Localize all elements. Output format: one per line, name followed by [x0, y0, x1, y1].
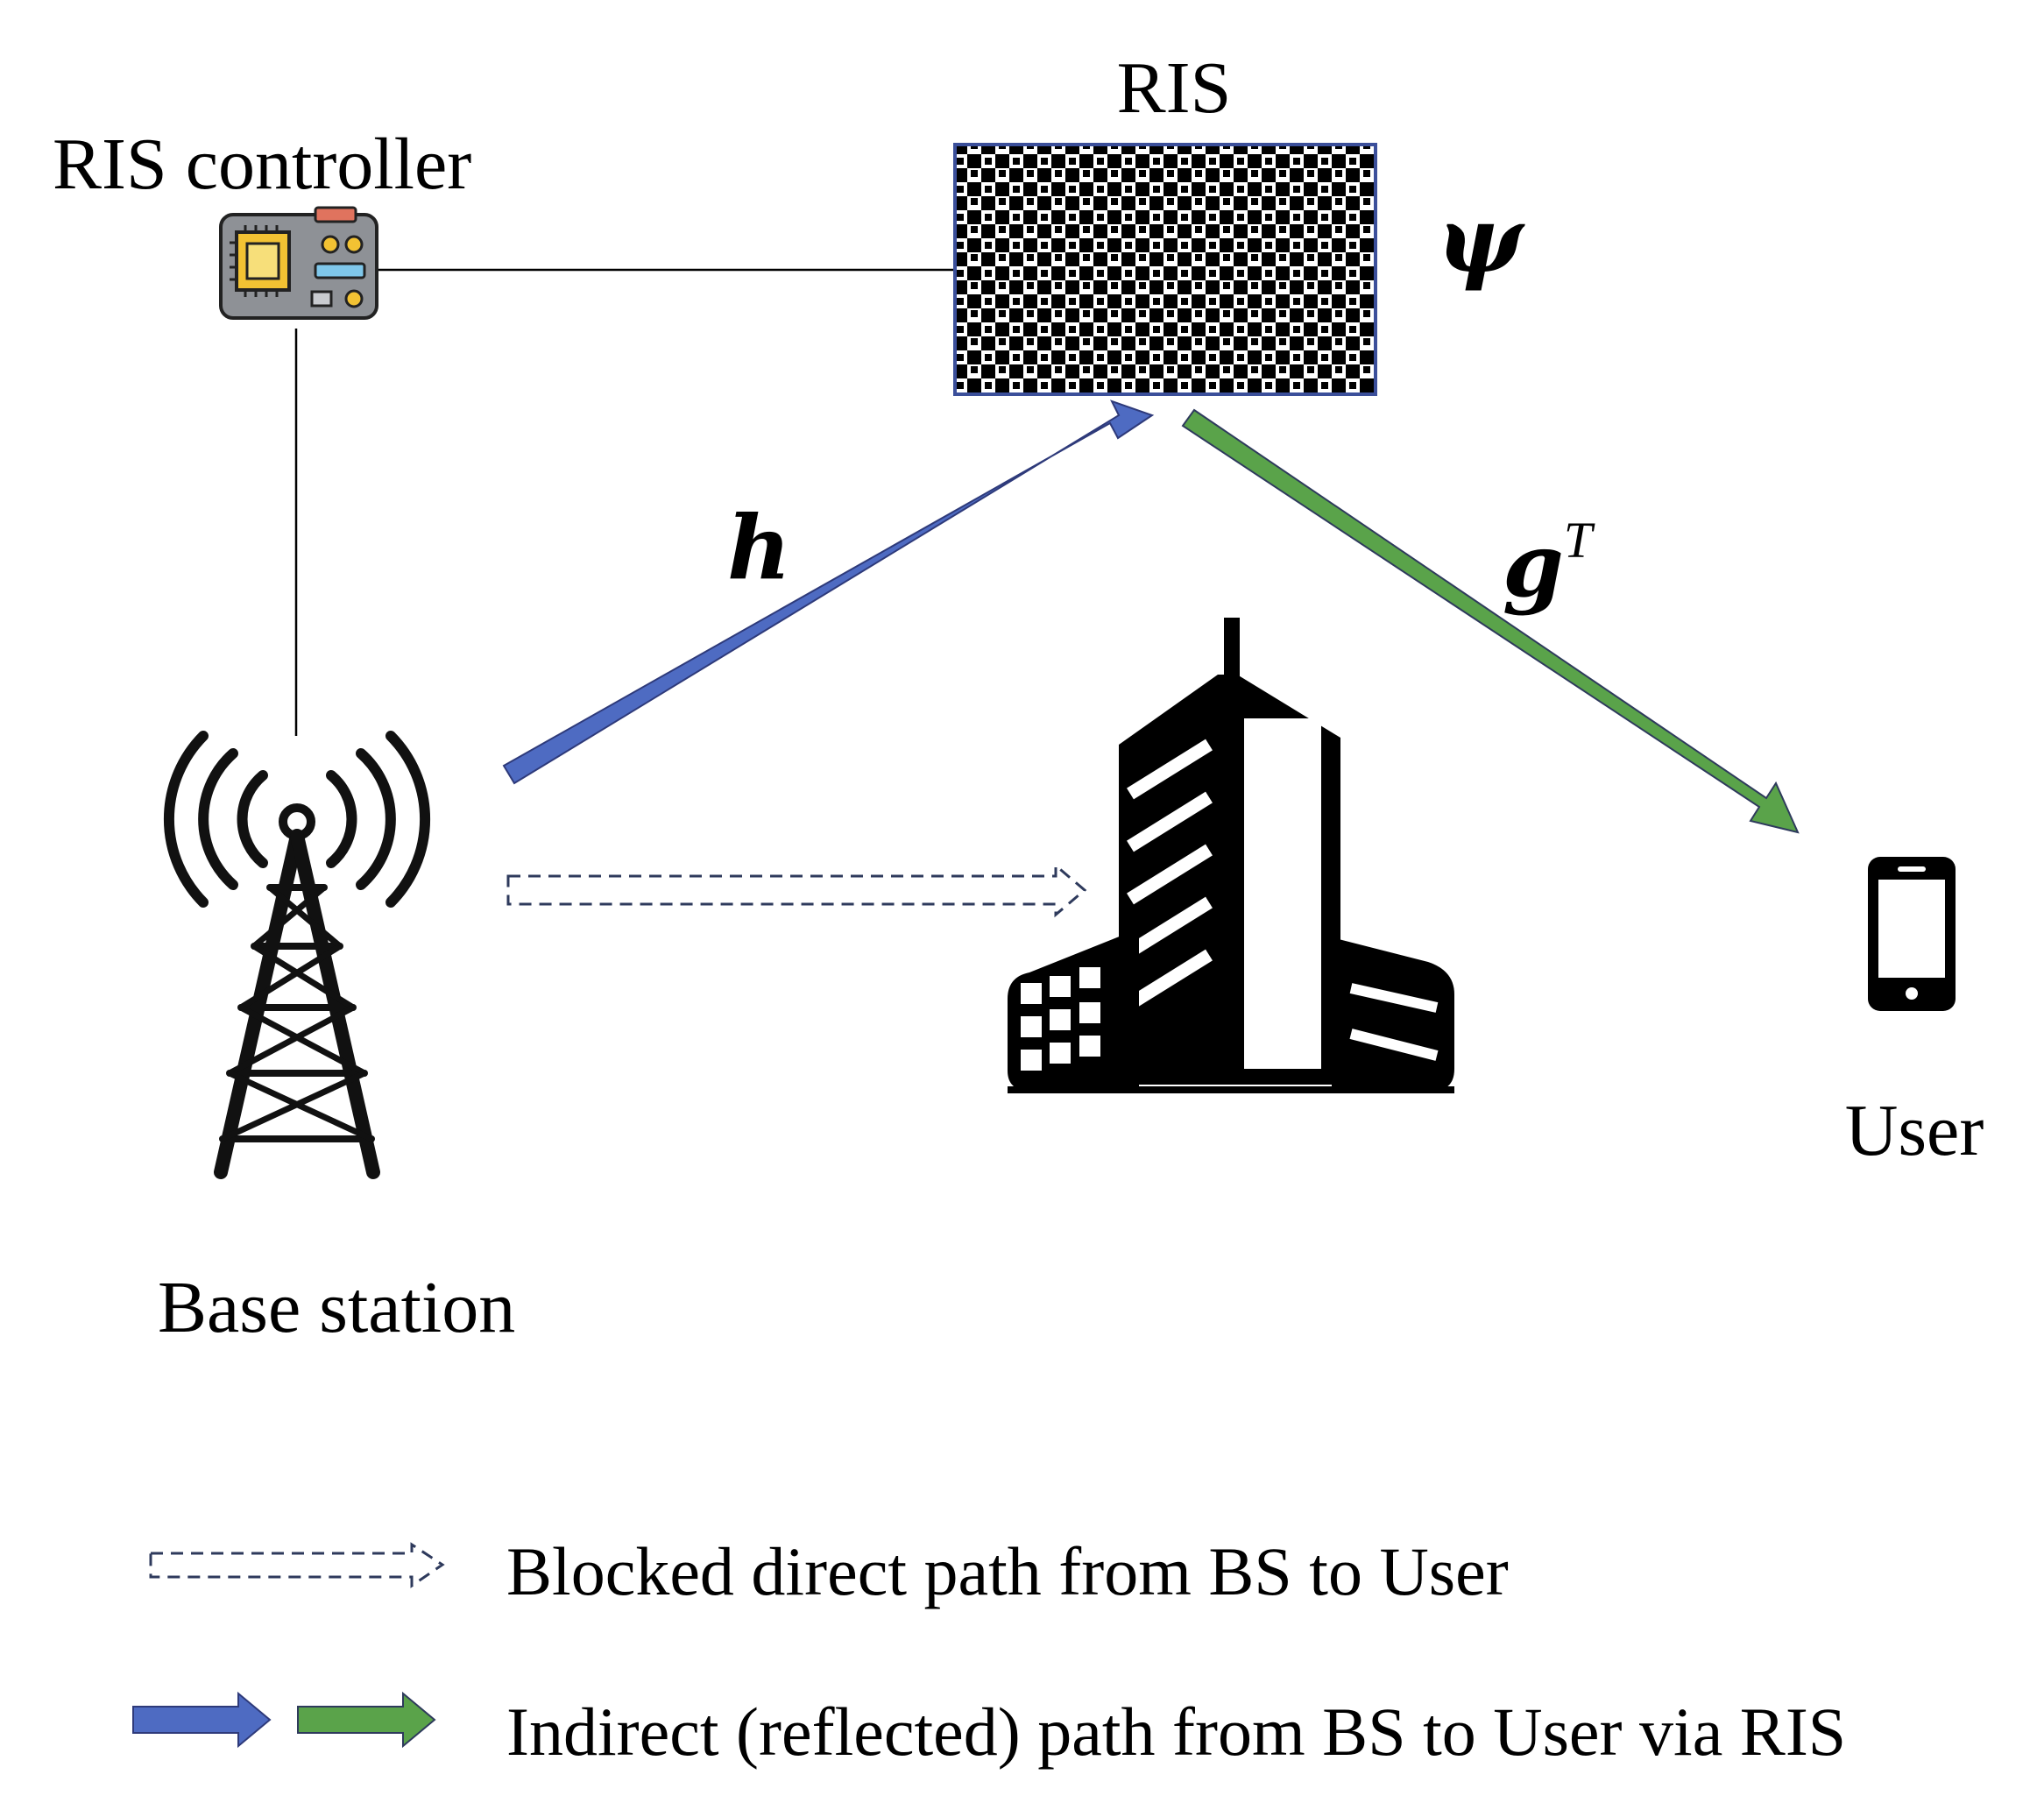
legend-blocked-arrow	[149, 1542, 445, 1588]
transpose-superscript: T	[1564, 512, 1595, 569]
reflected-path-arrow	[1181, 408, 1800, 834]
incident-path-arrow	[502, 399, 1155, 785]
radio-tower-icon	[163, 731, 431, 1179]
ris-surface	[953, 143, 1377, 396]
phase-shift-symbol: ψ	[1437, 186, 1525, 293]
user-label: User	[1845, 1090, 1984, 1171]
blocked-path-arrow	[506, 862, 1087, 918]
building-icon	[1008, 618, 1454, 1093]
legend: Blocked direct path from BS to User Indi…	[132, 1533, 1846, 1770]
legend-indirect-label: Indirect (reflected) path from BS to Use…	[506, 1693, 1846, 1770]
reflected-channel-symbol: gT	[1503, 512, 1595, 617]
base-station-label: Base station	[158, 1267, 515, 1348]
smartphone-icon	[1868, 857, 1956, 1011]
incident-channel-symbol: h	[727, 496, 791, 599]
legend-reflected-arrow	[297, 1691, 436, 1749]
ris-controller-label: RIS controller	[53, 124, 471, 205]
ris-label: RIS	[1117, 47, 1232, 129]
legend-incident-arrow	[132, 1691, 272, 1749]
circuit-board-icon	[219, 206, 378, 320]
g-symbol: g	[1503, 513, 1564, 617]
legend-blocked-label: Blocked direct path from BS to User	[506, 1533, 1509, 1609]
